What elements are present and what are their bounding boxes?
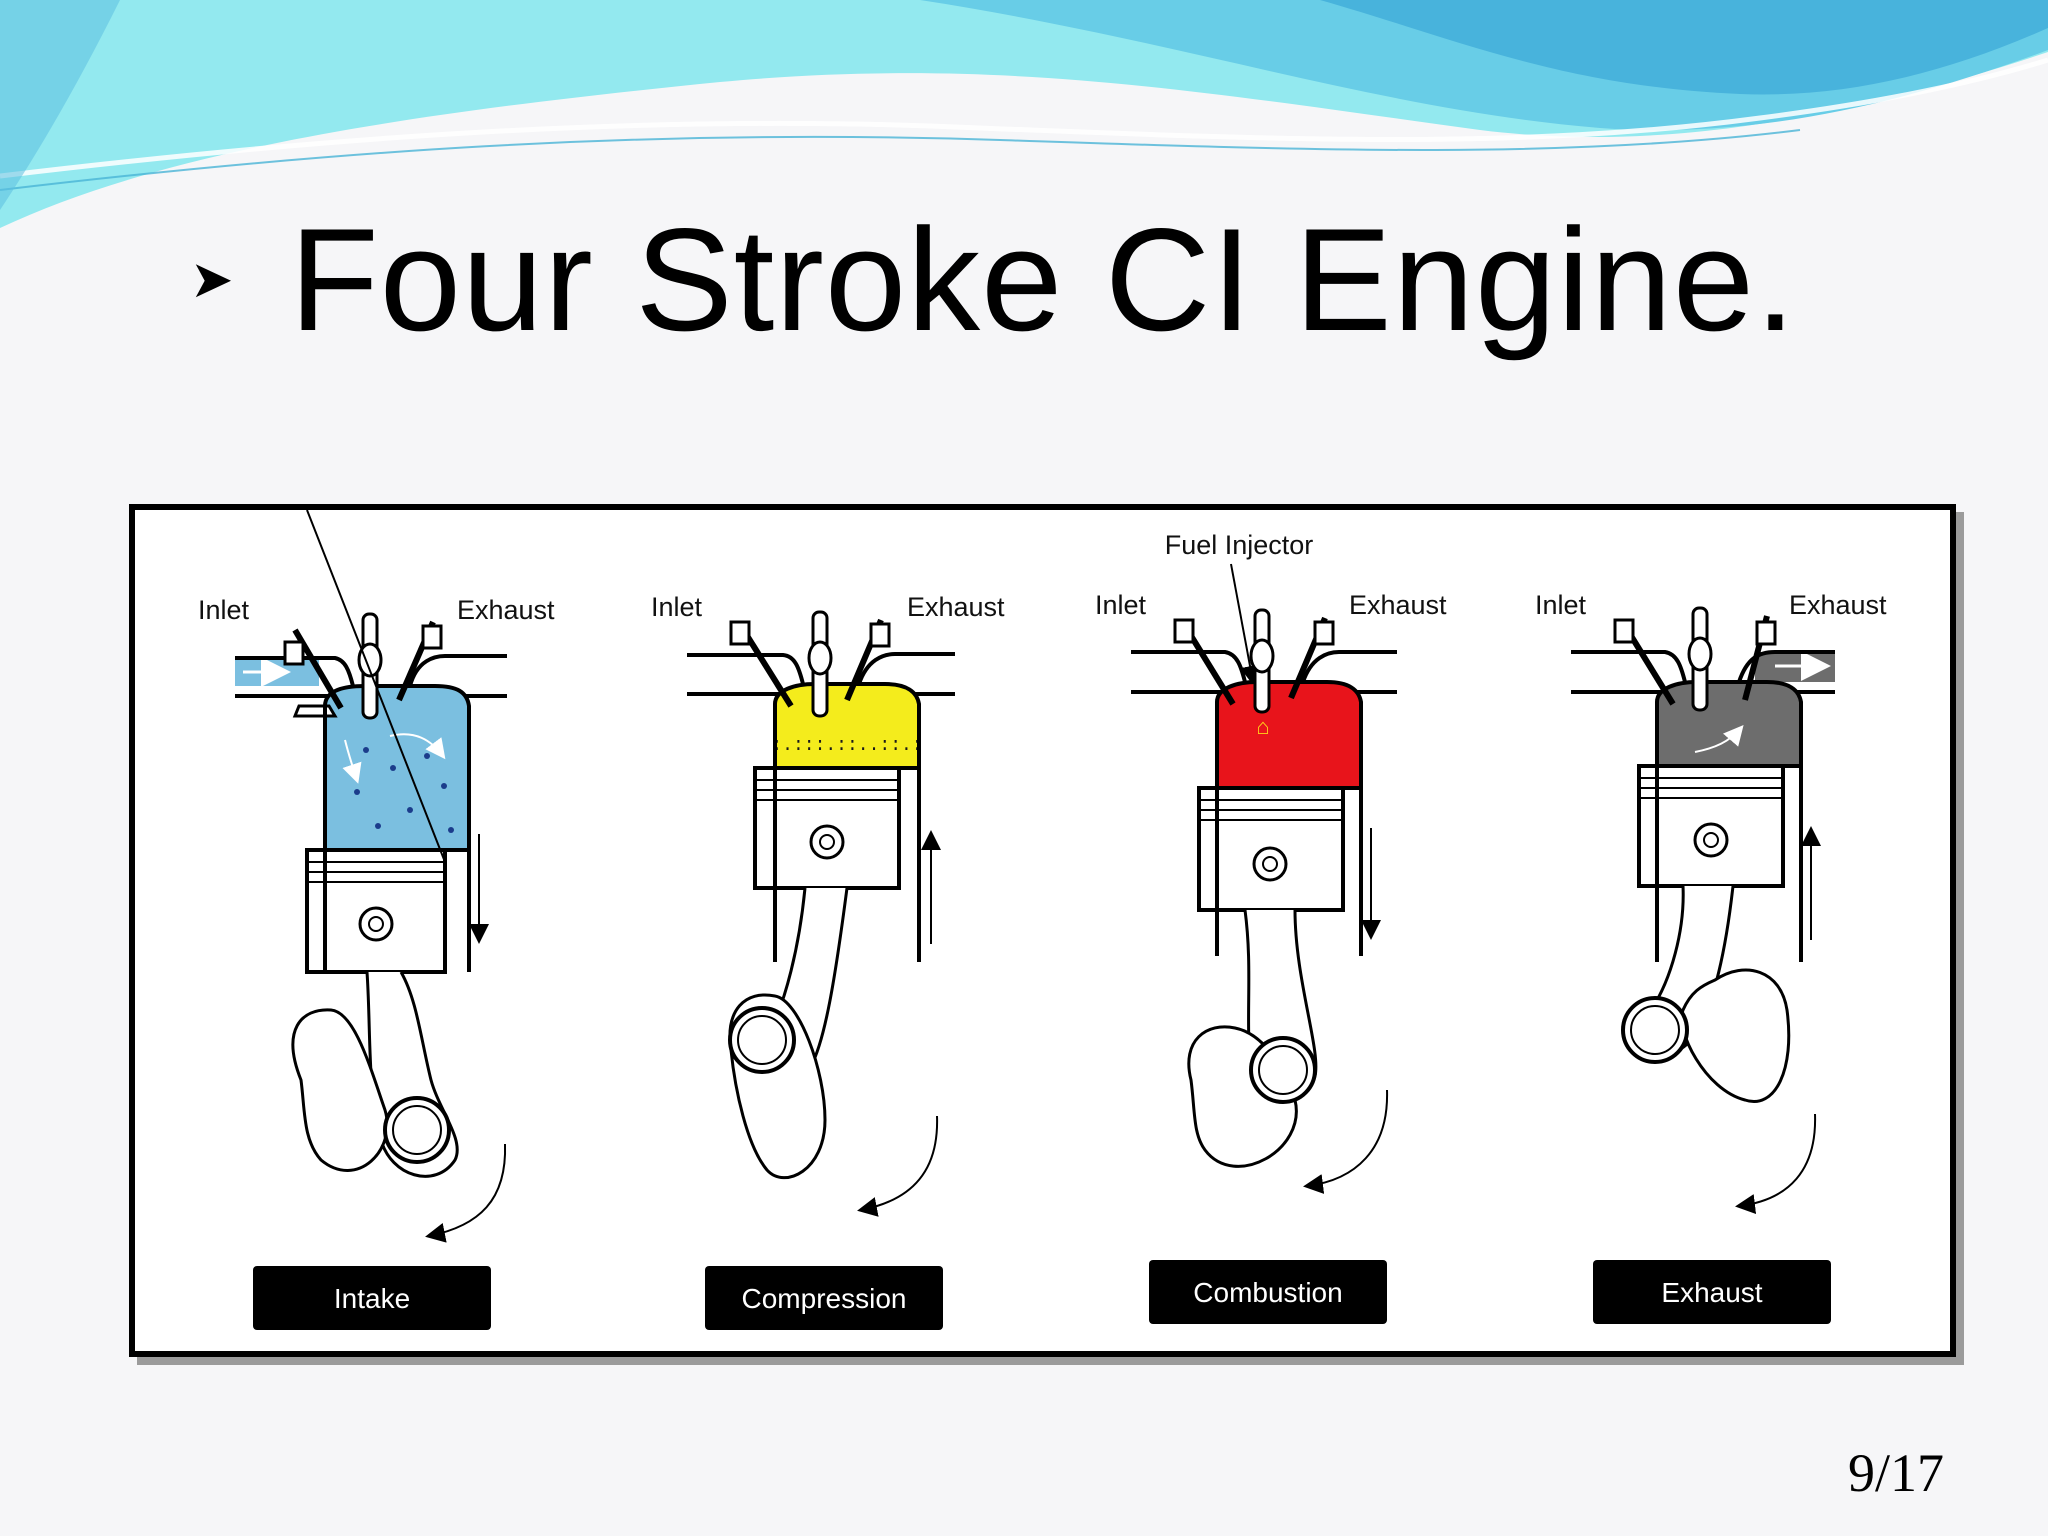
exhaust-label: Exhaust (1789, 590, 1887, 620)
stage-label-exhaust: Exhaust (1593, 1260, 1831, 1324)
exhaust-label: Exhaust (1349, 590, 1447, 620)
svg-text:Intake: Intake (334, 1283, 410, 1314)
exhaust-label: Exhaust (457, 595, 555, 625)
rotation-arrow (1303, 1089, 1389, 1194)
svg-text:Compression: Compression (742, 1283, 907, 1314)
stage-compression: Inlet Exhaust :.:::.::..::.: (651, 592, 1005, 1217)
combustion-chamber (1655, 680, 1803, 768)
inlet-label: Inlet (651, 592, 703, 622)
fuel-injector-pointer (1230, 563, 1260, 686)
diagram-canvas: Fuel Injector Inlet Exhaust (198, 510, 1887, 1330)
inlet-label: Inlet (1095, 590, 1147, 620)
fuel-injector-label: Fuel Injector (1165, 530, 1314, 560)
stage-label-compression: Compression (705, 1266, 943, 1330)
svg-text:Exhaust: Exhaust (1661, 1277, 1762, 1308)
stage-combustion: Inlet Exhaust ⌂ (1095, 590, 1447, 1194)
crankshaft (291, 1008, 389, 1172)
stage-label-combustion: Combustion (1149, 1260, 1387, 1324)
rotation-arrow (1735, 1113, 1817, 1215)
stage-intake: Inlet Exhaust (198, 510, 555, 1243)
arrowhead-bullet-icon: ➤ (190, 251, 234, 309)
stage-label-intake: Intake (253, 1266, 491, 1330)
piston (1197, 786, 1345, 912)
rotation-arrow (857, 1115, 939, 1217)
combustion-chamber (323, 684, 471, 852)
inlet-label: Inlet (1535, 590, 1587, 620)
slide-title: Four Stroke CI Engine. (289, 198, 1797, 361)
title-row: ➤ Four Stroke CI Engine. (190, 200, 1797, 360)
svg-text:⌂: ⌂ (1256, 714, 1269, 739)
page-number: 9/17 (1847, 1443, 1944, 1503)
header-wave-decoration (0, 0, 2048, 228)
exhaust-label: Exhaust (907, 592, 1005, 622)
svg-text:Combustion: Combustion (1193, 1277, 1342, 1308)
rotation-arrow (425, 1143, 507, 1243)
inlet-label: Inlet (198, 595, 250, 625)
stage-exhaust: Inlet Exhaust (1535, 590, 1887, 1215)
svg-text::.:::.::..::.:: :.:::.::..::.: (771, 736, 922, 756)
combustion-chamber (1215, 680, 1363, 790)
engine-stroke-diagram: Fuel Injector Inlet Exhaust (129, 504, 1956, 1357)
crankshaft (1680, 968, 1791, 1103)
